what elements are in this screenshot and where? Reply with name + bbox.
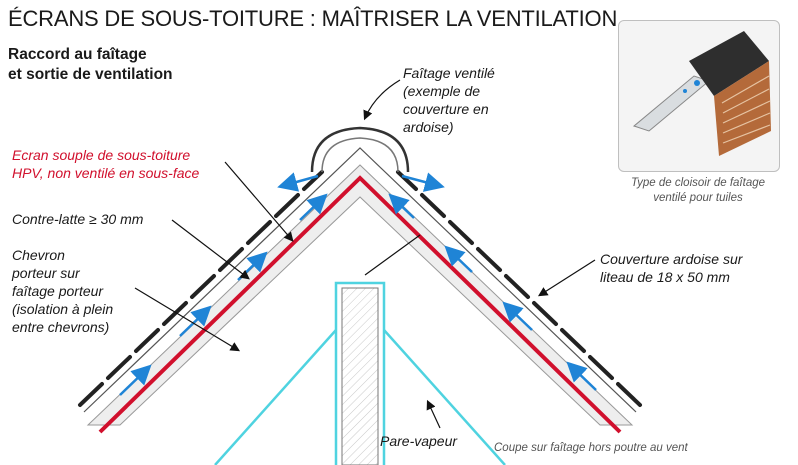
label-couverture-line-1: Couverture ardoise sur	[600, 251, 743, 267]
photo-caption: Type de cloisoir de faîtage ventilé pour…	[612, 176, 784, 206]
ridge-vent-illustration	[632, 31, 771, 156]
label-chevron-line-5: entre chevrons)	[12, 319, 110, 335]
ridge-vent-photo	[618, 20, 780, 172]
label-couverture-line-2: liteau de 18 x 50 mm	[600, 269, 730, 285]
leader-lines	[134, 79, 596, 429]
caption-coupe: Coupe sur faîtage hors poutre au vent	[494, 442, 688, 454]
rafters	[86, 164, 634, 426]
ridge-beam	[334, 281, 386, 465]
label-ecran: Ecran souple de sous-toiture HPV, non ve…	[12, 146, 199, 182]
subtitle-line-2: et sortie de ventilation	[8, 66, 173, 83]
label-contre-latte: Contre-latte ≥ 30 mm	[12, 211, 144, 227]
label-faitage-line-3: couverture en	[403, 101, 489, 117]
ridge-cap	[310, 126, 410, 173]
label-faitage-line-2: (exemple de	[403, 83, 481, 99]
label-pare-vapeur: Pare-vapeur	[380, 433, 458, 449]
page-title: ÉCRANS DE SOUS-TOITURE : MAÎTRISER LA VE…	[8, 6, 618, 31]
photo-caption-line-2: ventilé pour tuiles	[653, 192, 743, 204]
label-chevron-line-4: (isolation à plein	[12, 301, 114, 317]
slate-covering	[78, 170, 642, 407]
label-couverture: Couverture ardoise sur liteau de 18 x 50…	[600, 250, 742, 286]
photo-caption-line-1: Type de cloisoir de faîtage	[630, 177, 766, 189]
label-chevron: Chevron porteur sur faîtage porteur (iso…	[12, 246, 113, 336]
page-subtitle: Raccord au faîtage et sortie de ventilat…	[8, 45, 173, 85]
label-faitage-line-4: ardoise)	[403, 119, 454, 135]
label-faitage: Faîtage ventilé (exemple de couverture e…	[403, 64, 495, 136]
label-chevron-line-2: porteur sur	[12, 265, 80, 281]
counter-battens	[83, 147, 637, 413]
vapour-barrier	[214, 329, 506, 465]
label-ecran-line-1: Ecran souple de sous-toiture	[12, 147, 191, 163]
label-chevron-line-3: faîtage porteur	[12, 283, 104, 299]
label-faitage-line-1: Faîtage ventilé	[403, 65, 495, 81]
label-chevron-line-1: Chevron	[12, 247, 65, 263]
subtitle-line-1: Raccord au faîtage	[8, 46, 147, 63]
label-ecran-line-2: HPV, non ventilé en sous-face	[12, 165, 200, 181]
underlay-membrane	[98, 175, 622, 434]
